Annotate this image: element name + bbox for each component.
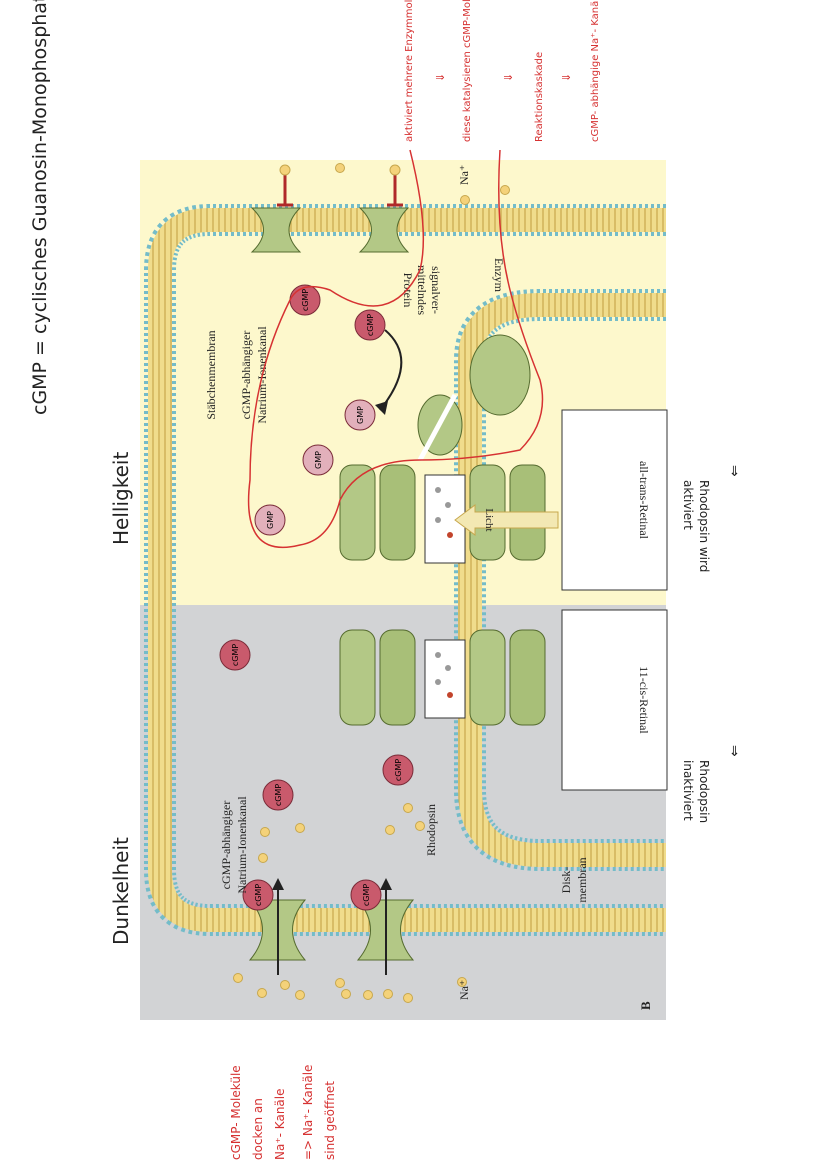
signal-protein-label-1: signalver-: [429, 266, 443, 314]
ion-channel-light-1: [250, 164, 302, 253]
sodium-ion: [260, 827, 270, 837]
cascade-note-arrow-3: ⇓: [560, 73, 573, 82]
rod-membrane-label: Stäbchenmembran: [204, 330, 218, 419]
gmp-label: GMP: [314, 451, 323, 469]
cgmp-definition-note: cGMP = cyclisches Guanosin-Monophosphat: [29, 0, 51, 415]
na-label-dark: Na⁺: [457, 980, 471, 1000]
disk-membrane: [454, 289, 666, 871]
cgmp-molecule: cGMP: [289, 284, 321, 316]
cgmp-label: cGMP: [231, 644, 240, 667]
sodium-ion: [460, 195, 470, 205]
cascade-enclosure: [247, 149, 544, 549]
gmp-molecule: GMP: [254, 504, 286, 536]
rhodopsin-inactive: [339, 629, 546, 726]
sodium-ion: [415, 821, 425, 831]
cgmp-label: cGMP: [362, 884, 371, 907]
rh-active-line-1: Rhodopsin wird: [697, 480, 711, 572]
gmp-molecule: GMP: [302, 444, 334, 476]
cgmp-molecule: cGMP: [262, 779, 294, 811]
ion-channel-dark-2: [356, 878, 415, 975]
light-section-title: Helligkeit: [109, 452, 133, 545]
signal-protein-label-2: mittelndes: [415, 265, 429, 315]
rhodopsin-inactive-note: ⇒ Rhodopsin inaktiviert: [681, 745, 742, 823]
disk-membrane-label-1: Disk-: [559, 867, 573, 894]
cgmp-label: cGMP: [254, 884, 263, 907]
sodium-ion: [363, 990, 373, 1000]
cgmp-molecule: cGMP: [354, 309, 386, 341]
rh-inactive-line-1: Rhodopsin: [697, 760, 711, 823]
gmp-molecule: GMP: [344, 399, 376, 431]
sodium-ion: [403, 803, 413, 813]
sodium-ion: [383, 989, 393, 999]
dark-section-title: Dunkelheit: [109, 837, 133, 945]
rh-active-arrow: ⇒: [726, 465, 742, 477]
sodium-ion: [457, 977, 467, 987]
rhodopsin-active-note: ⇒ Rhodopsin wird aktiviert: [681, 465, 742, 572]
enzyme-label: Enzym: [492, 258, 506, 293]
cgmp-definition-text: cGMP = cyclisches Guanosin-Monophosphat: [29, 0, 51, 415]
cascade-note-4: cGMP- abhängige Na⁺- Kanäle sind geschlo…: [590, 0, 601, 142]
na-label-light: Na⁺: [457, 165, 471, 185]
sodium-ion: [335, 978, 345, 988]
cascade-note-2: diese katalysieren cGMP-Moleküle in GMP-…: [462, 0, 473, 142]
channel-dark-label-2: Natrium-Ionenkanal: [235, 796, 249, 894]
dark-side-note: cGMP- Moleküle docken an Na⁺- Kanäle => …: [229, 1065, 337, 1160]
panel-label: B: [638, 1001, 653, 1010]
sodium-ion: [295, 990, 305, 1000]
gmp-label: GMP: [356, 406, 365, 424]
cascade-note: aktiviert mehrere Enzymmoleküle ⇓ diese …: [404, 0, 601, 142]
gmp-label: GMP: [266, 511, 275, 529]
rh-inactive-line-2: inaktiviert: [681, 760, 695, 821]
cgmp-molecule: cGMP: [350, 879, 382, 911]
molecule-layer: cGMP cGMP GMP GMP GMP cGMP cGMP cGMP cGMP cGMP: [219, 284, 414, 911]
sodium-ion: [295, 823, 305, 833]
sodium-ion: [500, 185, 510, 195]
cgmp-label: cGMP: [274, 784, 283, 807]
sodium-ion: [258, 853, 268, 863]
cascade-note-arrow-2: ⇓: [502, 73, 515, 82]
cgmp-label: cGMP: [301, 289, 310, 312]
dark-note-line-5: sind geöffnet: [323, 1081, 337, 1160]
dark-note-line-3: Na⁺- Kanäle: [273, 1089, 287, 1161]
cgmp-molecule: cGMP: [242, 879, 274, 911]
enzyme: [469, 334, 531, 416]
retinal-cis-label: 11-cis-Retinal: [637, 666, 651, 734]
sodium-ion: [385, 825, 395, 835]
sodium-ion: [233, 973, 243, 983]
sodium-ion: [403, 993, 413, 1003]
retinal-trans-label: all-trans-Retinal: [637, 461, 651, 540]
sodium-ion: [341, 989, 351, 999]
retinal-trans-box: all-trans-Retinal: [561, 409, 668, 591]
retinal-cis-box: 11-cis-Retinal: [561, 609, 668, 791]
channel-dark-label-1: cGMP-abhängiger: [219, 801, 233, 890]
ion-channel-dark-1: [248, 878, 307, 975]
light-label: Licht: [483, 508, 495, 531]
cascade-note-1: aktiviert mehrere Enzymmoleküle: [404, 0, 415, 142]
sodium-ion: [257, 988, 267, 998]
disk-membrane-label-2: membran: [575, 857, 589, 902]
dark-note-line-2: docken an: [251, 1098, 265, 1160]
rh-active-line-2: aktiviert: [681, 480, 695, 530]
cascade-note-arrow-1: ⇓: [434, 73, 447, 82]
cgmp-label: cGMP: [366, 314, 375, 337]
rhodopsin-label: Rhodopsin: [424, 804, 438, 856]
cascade-note-3: Reaktionskaskade: [534, 52, 545, 142]
channel-light-label-1: cGMP-abhängiger: [239, 331, 253, 420]
cgmp-molecule: cGMP: [382, 754, 414, 786]
dark-note-line-4: => Na⁺- Kanäle: [301, 1065, 315, 1160]
rh-inactive-arrow: ⇒: [726, 745, 742, 757]
cgmp-label: cGMP: [394, 759, 403, 782]
cgmp-molecule: cGMP: [219, 639, 251, 671]
ion-channel-light-2: [358, 164, 410, 253]
signal-protein-label-3: Protein: [401, 273, 415, 308]
sodium-ion: [280, 980, 290, 990]
sodium-ion-layer: [233, 163, 510, 1003]
light-arrow: Licht: [454, 504, 559, 536]
dark-note-line-1: cGMP- Moleküle: [229, 1065, 243, 1160]
conversion-arrow: [379, 329, 403, 411]
sodium-ion: [335, 163, 345, 173]
rod-membrane: [144, 204, 666, 936]
